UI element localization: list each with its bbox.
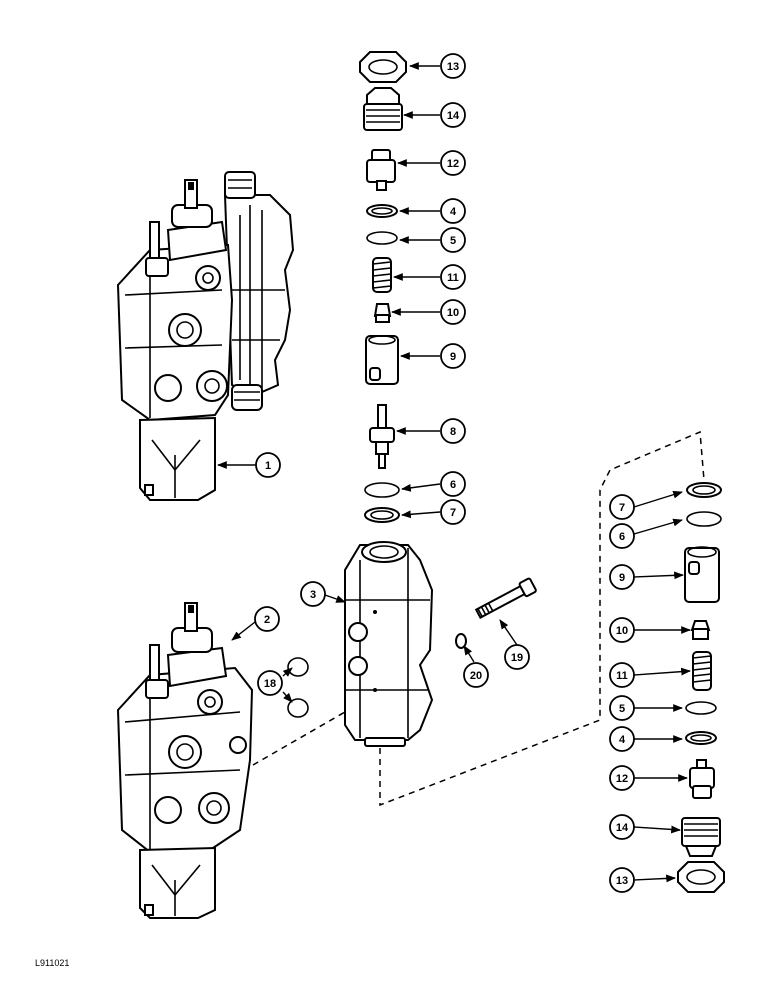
callout-label: 18	[264, 678, 276, 690]
assembly-dashed-lines	[252, 430, 705, 807]
callout-13-top: 13	[440, 53, 466, 79]
callout-12-right: 12	[609, 765, 635, 791]
callout-11-right: 11	[609, 662, 635, 688]
callout-label: 6	[619, 531, 625, 543]
loose-parts	[287, 577, 537, 718]
callout-10-top: 10	[440, 299, 466, 325]
callout-label: 10	[447, 307, 459, 319]
callout-7-top: 7	[440, 499, 466, 525]
callout-label: 13	[616, 875, 628, 887]
callout-label: 9	[619, 572, 625, 584]
valve-assembly-1	[116, 171, 295, 501]
callout-label: 19	[511, 652, 523, 664]
callout-label: 11	[447, 272, 459, 284]
callout-2: 2	[254, 606, 280, 632]
upper-relief-parts	[359, 51, 407, 523]
callout-label: 3	[310, 589, 316, 601]
callout-14-top: 14	[440, 102, 466, 128]
callout-12-top: 12	[440, 150, 466, 176]
lower-relief-parts	[677, 482, 725, 893]
callout-6-top: 6	[440, 471, 466, 497]
callout-label: 5	[619, 703, 625, 715]
callout-4-top: 4	[440, 198, 466, 224]
callout-6-right: 6	[609, 523, 635, 549]
callout-label: 7	[619, 502, 625, 514]
callout-8: 8	[440, 418, 466, 444]
callout-20: 20	[463, 662, 489, 688]
callout-label: 7	[450, 507, 456, 519]
callout-3: 3	[300, 581, 326, 607]
callout-11-top: 11	[440, 264, 466, 290]
callout-9-top: 9	[440, 343, 466, 369]
callout-label: 4	[619, 734, 626, 746]
callout-label: 14	[447, 110, 460, 122]
callout-4-right: 4	[609, 726, 635, 752]
callout-18: 18	[257, 670, 283, 696]
figure-code: L911021	[35, 958, 70, 968]
callout-10-right: 10	[609, 617, 635, 643]
callout-13-right: 13	[609, 867, 635, 893]
valve-assembly-2	[116, 602, 254, 919]
callout-label: 1	[265, 460, 271, 472]
callout-1: 1	[255, 452, 281, 478]
callout-label: 10	[616, 625, 628, 637]
callout-14-right: 14	[609, 814, 635, 840]
relief-section-body-3	[344, 541, 434, 747]
leader-lines	[217, 62, 691, 883]
callout-9-right: 9	[609, 564, 635, 590]
callout-label: 14	[616, 822, 629, 834]
callout-label: 12	[616, 773, 628, 785]
callout-label: 4	[450, 206, 457, 218]
callout-label: 6	[450, 479, 456, 491]
callout-5-top: 5	[440, 227, 466, 253]
callout-7-right: 7	[609, 494, 635, 520]
callout-5-right: 5	[609, 695, 635, 721]
callout-label: 11	[616, 670, 628, 682]
callout-label: 13	[447, 61, 459, 73]
callout-label: 12	[447, 158, 459, 170]
callout-label: 5	[450, 235, 456, 247]
callout-label: 20	[470, 670, 482, 682]
callout-19: 19	[504, 644, 530, 670]
callout-label: 2	[264, 614, 270, 626]
callout-label: 8	[450, 426, 456, 438]
callout-label: 9	[450, 351, 456, 363]
